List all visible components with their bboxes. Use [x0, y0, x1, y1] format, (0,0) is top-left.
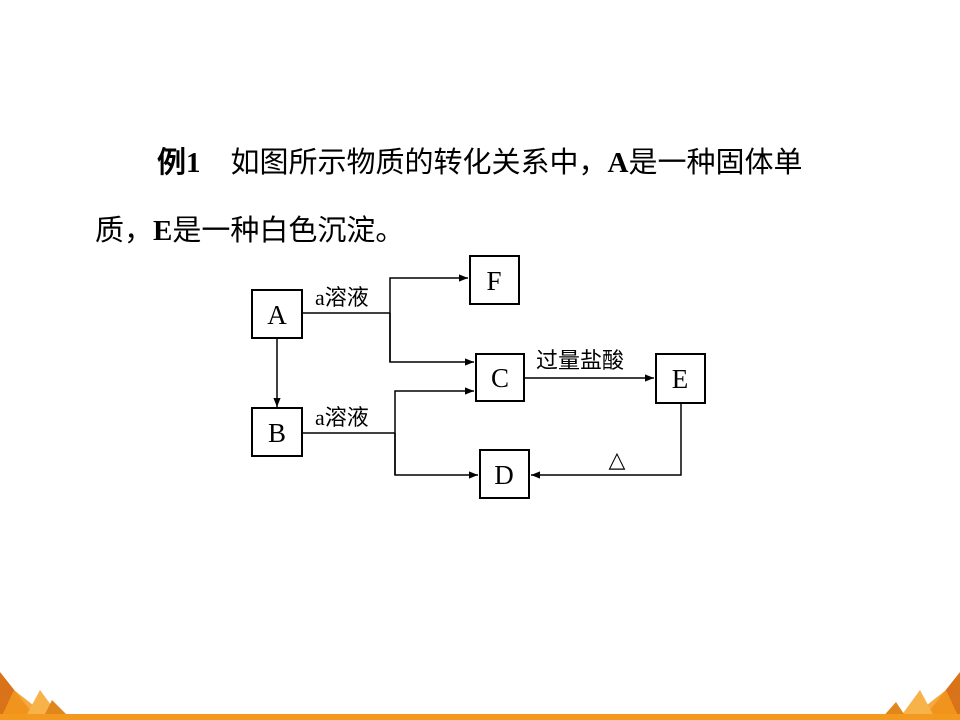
label-a-solution-bottom: a溶液: [315, 405, 369, 430]
label-heat: △: [609, 447, 626, 472]
letter-a: A: [607, 147, 629, 179]
arrow-b-to-c: [394, 387, 474, 475]
node-d-label: D: [494, 460, 514, 490]
question-text-part1: 如图所示物质的转化关系中，: [230, 145, 608, 179]
node-c: C: [475, 353, 525, 402]
question-text-part2: 是一种固体单: [628, 145, 803, 179]
label-a-solution-top: a溶液: [315, 285, 369, 310]
node-f: F: [469, 255, 520, 305]
question-text-part3: 质，: [95, 213, 154, 247]
question-text-part4: 是一种白色沉淀。: [172, 213, 405, 247]
node-a-label: A: [267, 300, 287, 330]
question-line-1: 例1 如图所示物质的转化关系中，A是一种固体单: [95, 128, 885, 196]
node-a: A: [251, 289, 303, 339]
arrow-a-to-c: [389, 313, 474, 366]
node-c-label: C: [491, 363, 509, 393]
question-text: 例1 如图所示物质的转化关系中，A是一种固体单 质，E是一种白色沉淀。: [95, 128, 885, 264]
example-label: 例1: [157, 147, 201, 179]
arrow-e-to-d: [531, 403, 682, 479]
node-b-label: B: [268, 418, 286, 448]
question-line-2: 质，E是一种白色沉淀。: [95, 196, 885, 264]
node-d: D: [479, 449, 530, 499]
label-excess-hcl: 过量盐酸: [536, 348, 624, 373]
node-f-label: F: [486, 266, 501, 296]
node-e-label: E: [672, 364, 689, 394]
arrow-b-to-d: [394, 433, 478, 479]
arrow-a-to-f: [389, 274, 468, 362]
node-b: B: [251, 407, 303, 457]
letter-e: E: [153, 215, 173, 247]
node-e: E: [655, 353, 706, 404]
